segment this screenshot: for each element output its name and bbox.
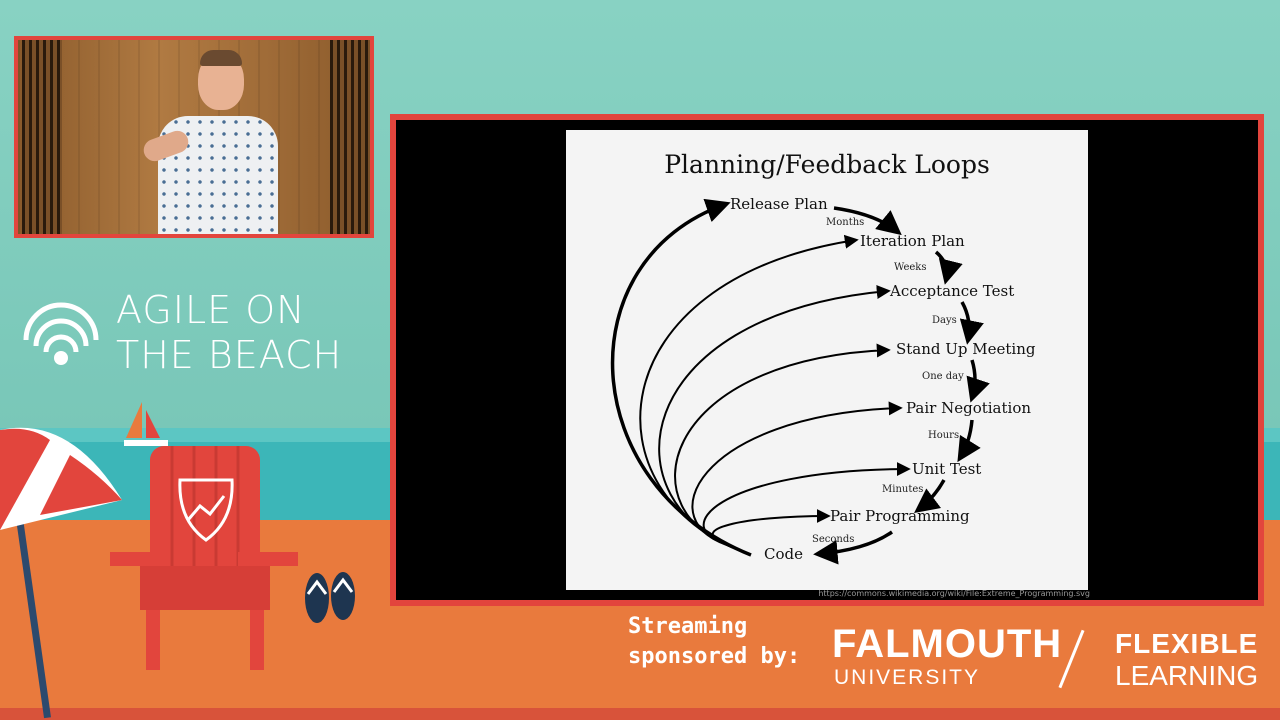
stage-release-plan: Release Plan — [730, 195, 828, 213]
step-standup-negotiation — [966, 359, 990, 403]
sponsor-learning: LEARNING — [1115, 660, 1259, 691]
logo-line-1: AGILE ON — [116, 288, 306, 332]
wall-slats-right — [330, 40, 370, 234]
logo-line-2: THE BEACH — [116, 333, 343, 377]
stage-unit-test: Unit Test — [912, 460, 981, 478]
step-acceptance-standup — [959, 301, 984, 345]
sponsor-label-line-2: sponsored by: — [628, 644, 801, 669]
duration-seconds: Seconds — [812, 534, 854, 545]
slide-title: Planning/Feedback Loops — [664, 150, 990, 179]
sponsor-name: FALMOUTH — [832, 622, 1063, 666]
wall-slats-left — [22, 40, 62, 234]
sponsor-subtitle: UNIVERSITY — [834, 666, 981, 689]
duration-one-day: One day — [922, 371, 964, 382]
duration-minutes: Minutes — [882, 484, 923, 495]
bottom-strip — [0, 708, 1280, 720]
presentation-slide: Planning/Feedback Loops — [566, 130, 1088, 590]
sponsor-label: Streaming sponsored by: — [628, 612, 800, 672]
event-logo-text: AGILE ON THE BEACH — [116, 288, 342, 378]
feedback-loops-diagram: Release Plan Iteration Plan Acceptance T… — [610, 195, 1036, 565]
step-release-iteration — [833, 206, 902, 236]
beach-umbrella-icon — [0, 427, 122, 719]
sponsor-flexible: FLEXIBLE — [1115, 628, 1259, 659]
sponsor-label-line-1: Streaming — [628, 614, 748, 639]
loop-pair-programming — [711, 509, 831, 544]
speaker-camera-view — [14, 36, 374, 238]
loop-release-plan — [610, 198, 752, 557]
speaker-hair — [200, 50, 242, 66]
stage-pair-programming: Pair Programming — [830, 507, 970, 525]
step-unit-pairprog — [914, 479, 946, 513]
stage-acceptance-test: Acceptance Test — [889, 282, 1014, 300]
duration-hours: Hours — [928, 430, 959, 441]
step-iteration-acceptance — [934, 250, 963, 285]
slide-source-link: https://commons.wikimedia.org/wiki/File:… — [818, 589, 1090, 598]
step-negotiation-unit — [957, 419, 981, 463]
flip-flops-icon — [305, 572, 355, 623]
stage-pair-negotiation: Pair Negotiation — [906, 399, 1031, 417]
loop-unit-test — [702, 462, 911, 546]
stage-code: Code — [764, 545, 803, 563]
duration-weeks: Weeks — [894, 262, 927, 273]
shell-icon — [23, 302, 99, 365]
presentation-slide-frame: Planning/Feedback Loops — [390, 114, 1264, 606]
duration-months: Months — [826, 217, 864, 228]
stage-stand-up-meeting: Stand Up Meeting — [896, 340, 1036, 358]
sailboat-icon — [124, 402, 168, 446]
step-pairprog-code — [813, 530, 893, 565]
deck-chair-icon — [110, 446, 298, 670]
duration-days: Days — [932, 315, 957, 326]
stage-iteration-plan: Iteration Plan — [860, 232, 965, 250]
